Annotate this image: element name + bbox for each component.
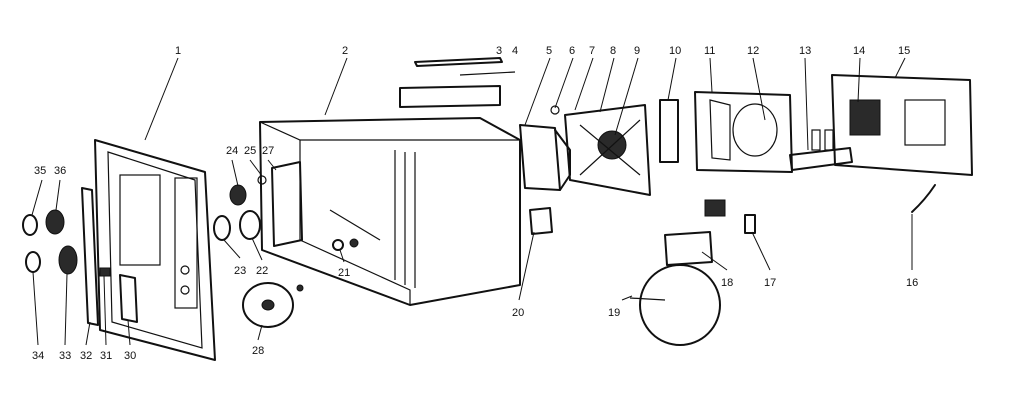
callout-15: 15 bbox=[898, 45, 910, 57]
control-knobs bbox=[22, 209, 78, 275]
power-cord bbox=[911, 184, 936, 213]
tuner-parts bbox=[213, 161, 303, 247]
yoke-assembly bbox=[550, 104, 651, 196]
chassis-frame bbox=[694, 91, 793, 173]
callout-27: 27 bbox=[262, 145, 274, 157]
callout-23: 23 bbox=[234, 265, 246, 277]
callout-6: 6 bbox=[569, 45, 575, 57]
top-rail bbox=[414, 57, 503, 67]
small-component bbox=[744, 214, 756, 234]
callout-11: 11 bbox=[704, 45, 715, 57]
callout-35: 35 bbox=[34, 165, 46, 177]
callout-7: 7 bbox=[589, 45, 595, 57]
small-box bbox=[529, 207, 553, 235]
callout-14: 14 bbox=[853, 45, 865, 57]
callout-22: 22 bbox=[256, 265, 268, 277]
callout-20: 20 bbox=[512, 307, 524, 319]
front-bezel bbox=[94, 139, 216, 361]
mounting-plate bbox=[119, 274, 138, 323]
callout-25: 25 bbox=[244, 145, 256, 157]
top-panel bbox=[399, 85, 501, 108]
callout-28: 28 bbox=[252, 345, 264, 357]
callout-1: 1 bbox=[175, 45, 181, 57]
callout-13: 13 bbox=[799, 45, 811, 57]
callout-32: 32 bbox=[80, 350, 92, 362]
detail-circle bbox=[629, 264, 721, 346]
callout-24: 24 bbox=[226, 145, 238, 157]
bracket-assembly bbox=[664, 199, 726, 266]
leader-lines bbox=[31, 57, 913, 346]
callout-19: 19 bbox=[608, 307, 620, 319]
callout-labels: 1 2 3 4 5 6 7 8 9 10 11 12 13 14 15 16 1… bbox=[32, 45, 918, 362]
callout-9: 9 bbox=[634, 45, 640, 57]
callout-31: 31 bbox=[100, 350, 112, 362]
top-bracket bbox=[459, 71, 516, 76]
callout-36: 36 bbox=[54, 165, 66, 177]
speaker bbox=[242, 282, 304, 328]
callout-10: 10 bbox=[669, 45, 681, 57]
picture-tube bbox=[519, 124, 571, 191]
callout-34: 34 bbox=[32, 350, 44, 362]
callout-17: 17 bbox=[764, 277, 776, 289]
callout-21: 21 bbox=[338, 267, 350, 279]
base-bracket bbox=[789, 147, 853, 171]
callout-12: 12 bbox=[747, 45, 759, 57]
callout-2: 2 bbox=[342, 45, 348, 57]
cabinet bbox=[259, 117, 521, 306]
callout-18: 18 bbox=[721, 277, 733, 289]
callout-8: 8 bbox=[610, 45, 616, 57]
callout-5: 5 bbox=[546, 45, 552, 57]
fasteners bbox=[332, 238, 359, 251]
callout-30: 30 bbox=[124, 350, 136, 362]
callout-4: 4 bbox=[512, 45, 518, 57]
circuit-board bbox=[831, 74, 973, 176]
callout-33: 33 bbox=[59, 350, 71, 362]
control-strip bbox=[81, 187, 99, 326]
cylinder-part bbox=[659, 99, 679, 163]
callout-3: 3 bbox=[496, 45, 502, 57]
control-bracket bbox=[99, 267, 111, 277]
callout-16: 16 bbox=[906, 277, 918, 289]
